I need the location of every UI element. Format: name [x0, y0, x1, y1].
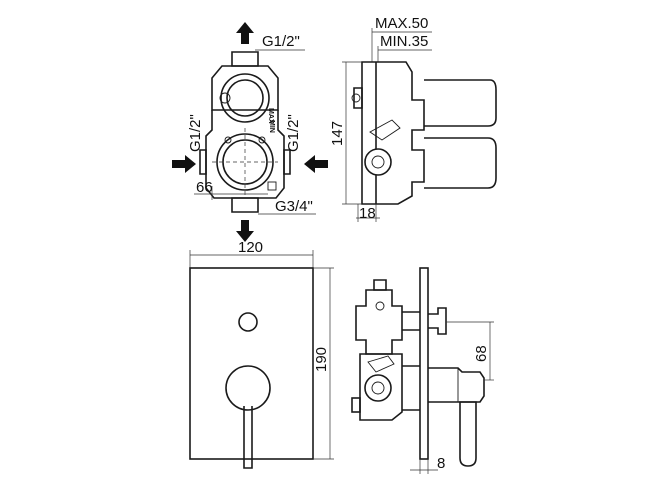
- label-68: 68: [473, 345, 490, 362]
- label-g12-left: G1/2": [187, 114, 204, 152]
- label-66: 66: [196, 179, 213, 196]
- label-g12-right: G1/2": [285, 114, 302, 152]
- label-147: 147: [329, 121, 346, 146]
- label-18: 18: [359, 205, 376, 222]
- label-120: 120: [238, 239, 263, 256]
- valve-body-top-view: G1/2" MAX MIN G1/2" G1/2" 66: [172, 22, 328, 242]
- outlet-arrow-up-icon: [236, 22, 254, 44]
- outlet-arrow-down-icon: [236, 220, 254, 242]
- inlet-arrow-right-icon: [172, 155, 196, 173]
- cover-plate-front-view: 120 190: [189, 239, 334, 469]
- label-min35: MIN.35: [380, 33, 428, 50]
- inlet-arrow-left-icon: [304, 155, 328, 173]
- mixer-handle-icon: [225, 365, 271, 411]
- label-g34: G3/4": [275, 198, 313, 215]
- label-190: 190: [313, 347, 330, 372]
- label-8: 8: [437, 455, 445, 472]
- label-max50: MAX.50: [375, 15, 428, 32]
- label-g12-top: G1/2": [262, 33, 300, 50]
- label-min-small: MIN: [268, 120, 275, 133]
- valve-body-side-view: MAX.50 MIN.35 147 18: [329, 15, 497, 222]
- diverter-button-icon: [238, 312, 258, 332]
- label-max-small: MAX: [267, 108, 274, 124]
- assembly-side-view: 68 8: [351, 267, 494, 474]
